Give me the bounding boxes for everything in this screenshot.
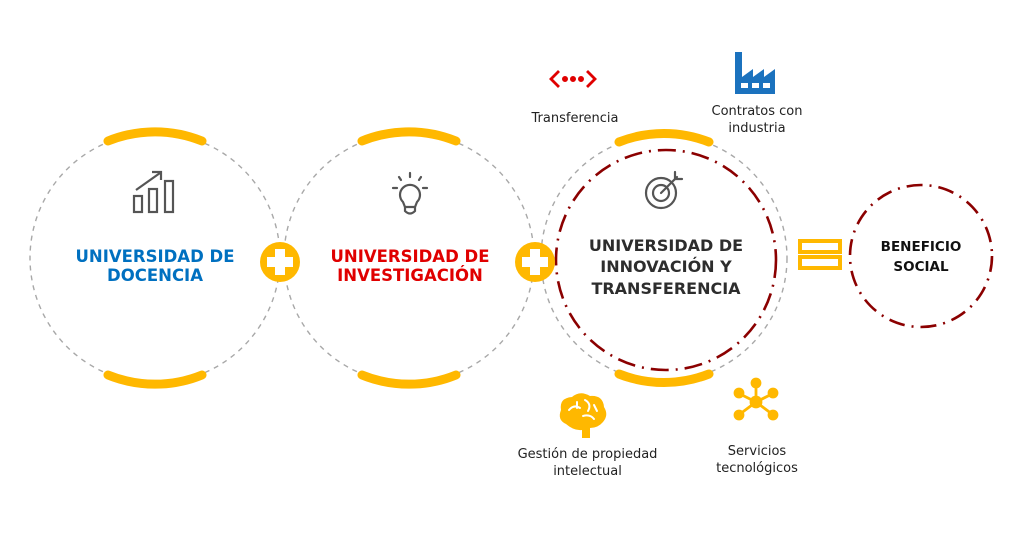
stage-title-investigacion: UNIVERSIDAD DE INVESTIGACIÓN: [310, 247, 510, 286]
stage-title-line: UNIVERSIDAD DE: [75, 247, 235, 266]
stage-title-line: INNOVACIÓN Y: [600, 257, 732, 277]
result-title: BENEFICIO SOCIAL: [861, 237, 981, 278]
satellite-label-propiedad: Gestión de propiedad intelectual: [500, 447, 675, 481]
bottom-arc: [103, 370, 207, 389]
satellite-label-transferencia: Transferencia: [515, 111, 635, 128]
plus-operator-1: [260, 242, 300, 282]
equals-operator: [798, 239, 842, 270]
stage-title-line: INVESTIGACIÓN: [337, 266, 483, 286]
stage-title-docencia: UNIVERSIDAD DE DOCENCIA: [55, 247, 255, 286]
top-arc: [103, 127, 207, 146]
brain-icon: [559, 393, 607, 438]
satellite-label-line: intelectual: [553, 463, 622, 479]
stage-circle-innovacion: [540, 128, 788, 388]
satellite-label-line: industria: [728, 120, 786, 136]
stage-title-line: TRANSFERENCIA: [591, 278, 741, 298]
network-hub-icon: [733, 377, 779, 421]
satellite-label-servicios: Servicios tecnológicos: [695, 444, 819, 478]
factory-icon: [735, 52, 775, 94]
top-arc: [357, 127, 461, 146]
result-circle: [848, 183, 994, 329]
satellite-label-line: Contratos con: [711, 104, 803, 119]
transfer-arrows-icon: [549, 70, 597, 88]
bottom-arc: [614, 369, 714, 388]
result-title-line: SOCIAL: [893, 259, 949, 276]
satellite-label-line: tecnológicos: [716, 460, 798, 476]
plus-operator-2: [515, 242, 555, 282]
lightbulb-icon: [391, 171, 429, 215]
stage-title-line: UNIVERSIDAD DE: [588, 236, 744, 255]
satellite-label-line: Servicios: [727, 444, 787, 459]
stage-title-innovacion: UNIVERSIDAD DE INNOVACIÓN Y TRANSFERENCI…: [566, 235, 766, 299]
growth-chart-icon: [132, 170, 175, 214]
satellite-label-line: Transferencia: [531, 111, 619, 126]
highlight-ring: [554, 148, 778, 372]
target-icon: [644, 170, 684, 210]
bottom-arc: [357, 370, 461, 389]
stage-title-line: DOCENCIA: [107, 266, 203, 286]
satellite-label-contratos: Contratos con industria: [695, 104, 819, 138]
top-arc: [614, 128, 714, 147]
result-title-line: BENEFICIO: [880, 239, 962, 255]
satellite-label-line: Gestión de propiedad: [517, 447, 658, 462]
stage-title-line: UNIVERSIDAD DE: [330, 247, 490, 266]
